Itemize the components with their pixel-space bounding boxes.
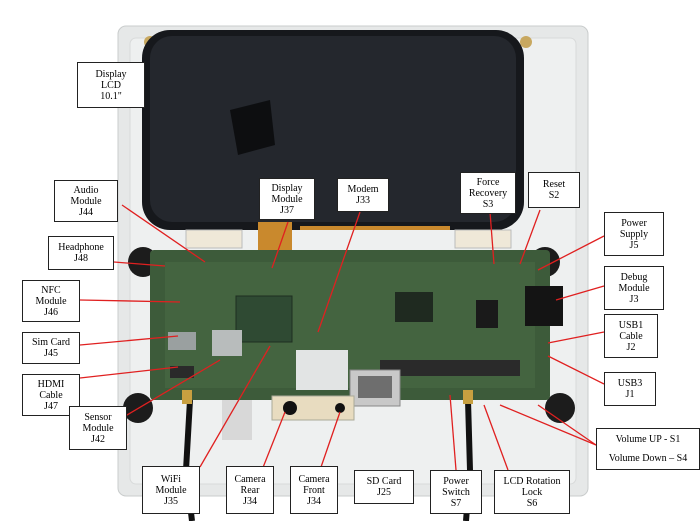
label-modem: Modem J33 <box>337 178 389 212</box>
ic-chip <box>476 300 498 328</box>
label-display-module: Display Module J37 <box>259 178 315 220</box>
flex-cable <box>300 226 450 230</box>
hdmi-port <box>170 366 194 378</box>
label-power-supply: Power Supply J5 <box>604 212 664 256</box>
label-display-lcd: Display LCD 10.1" <box>77 62 145 108</box>
label-headphone: Headphone J48 <box>48 236 114 270</box>
label-nfc-module: NFC Module J46 <box>22 280 80 322</box>
lcd-connector <box>185 229 243 249</box>
rubber-foot <box>123 393 153 423</box>
label-debug-module: Debug Module J3 <box>604 266 664 310</box>
label-force-recovery: Force Recovery S3 <box>460 172 516 214</box>
lcd-reflection <box>230 100 275 155</box>
memory-module <box>380 360 520 376</box>
label-camera-rear: Camera Rear J34 <box>226 466 274 514</box>
ic-chip <box>395 292 433 322</box>
label-wifi-module: WiFi Module J35 <box>142 466 200 514</box>
label-audio-module: Audio Module J44 <box>54 180 118 222</box>
sd-card-chip <box>358 376 392 398</box>
white-card <box>296 350 348 390</box>
camera-lens <box>283 401 297 415</box>
lcd-connector <box>454 229 512 249</box>
label-usb3: USB3 J1 <box>604 372 656 406</box>
label-camera-front: Camera Front J34 <box>290 466 338 514</box>
label-lcd-rotation-lock: LCD Rotation Lock S6 <box>494 470 570 514</box>
lcd-glass <box>150 36 516 222</box>
module-board <box>235 295 293 343</box>
label-usb1-cable: USB1 Cable J2 <box>604 314 658 358</box>
flex-cable <box>258 222 292 250</box>
antenna-connector <box>182 390 192 404</box>
screw-icon <box>520 36 532 48</box>
label-volume: Volume UP - S1 Volume Down – S4 <box>596 428 700 470</box>
sim-slot <box>168 332 196 350</box>
support-bar <box>222 400 252 440</box>
antenna-connector <box>463 390 473 404</box>
label-power-switch: Power Switch S7 <box>430 470 482 514</box>
shield-can <box>212 330 242 356</box>
camera-lens <box>335 403 345 413</box>
label-sd-card: SD Card J25 <box>354 470 414 504</box>
debug-connector <box>525 286 563 326</box>
label-sensor-module: Sensor Module J42 <box>69 406 127 450</box>
label-sim-card: Sim Card J45 <box>22 332 80 364</box>
label-reset: Reset S2 <box>528 172 580 208</box>
